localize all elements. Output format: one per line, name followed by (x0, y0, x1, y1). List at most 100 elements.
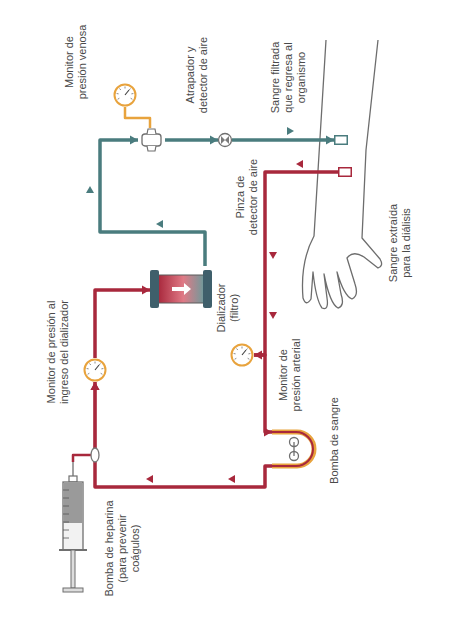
gauge-dial (115, 85, 136, 106)
dialyzer-flow-arrow (172, 283, 191, 295)
flow-arrow (86, 186, 94, 193)
tube-connector (91, 448, 99, 462)
trap-valve (147, 146, 156, 151)
arrow-head (142, 286, 150, 295)
syringe-scale (63, 538, 69, 539)
arrow-head (210, 136, 218, 145)
blood-tube (254, 355, 272, 432)
pump-node: Bomba de sangre (272, 426, 314, 472)
gauge-tick (118, 98, 120, 99)
gauge-tick (131, 93, 133, 94)
gauge-dial (232, 345, 253, 366)
arrow-head (326, 136, 334, 145)
gauge-tick (95, 362, 96, 364)
gauge-needle (242, 350, 246, 355)
flow-arrow (146, 475, 153, 483)
gauge-tick (242, 347, 243, 349)
gauge-symbol (230, 343, 254, 367)
blood-tube (95, 382, 272, 487)
needle-symbol (338, 167, 352, 177)
gauge-symbol (83, 358, 107, 382)
trap-valve (147, 129, 156, 134)
needle-symbol (334, 135, 348, 145)
needle-hub (339, 168, 352, 177)
clamp-symbol (218, 133, 232, 147)
dialyzer-node: Dializador (filtro) (150, 266, 212, 312)
gauge-dial (85, 360, 106, 381)
gauge-tick (120, 88, 121, 90)
syringe-hub (69, 476, 77, 482)
gauge-tick (90, 363, 91, 365)
blood-tube (95, 290, 150, 358)
component-label: Monitor de presión venosa (63, 21, 89, 103)
component-label: Bomba de heparina (para prevenir coágulo… (103, 498, 142, 598)
arm-outline (302, 40, 381, 309)
syringe-scale (63, 514, 69, 515)
needle-node: Sangre extraída para la diálisis (338, 167, 352, 177)
blood-tube (232, 138, 334, 142)
needle-node: Sangre filtrada que regresa al organismo (334, 135, 348, 145)
component-label: Monitor de presión al ingreso del dializ… (45, 291, 71, 413)
gauge-node: Monitor de presión venosa (113, 83, 137, 107)
flow-arrow (228, 475, 235, 483)
blood-tube (100, 140, 205, 266)
component-label: Dializador (filtro) (215, 278, 241, 338)
component-label: Sangre extraída para la diálisis (387, 197, 413, 289)
syringe-scale (63, 490, 69, 491)
component-label: Sangre filtrada que regresa al organismo (269, 36, 308, 118)
gauge-tick (131, 98, 133, 99)
gauge-tick (88, 373, 90, 374)
gauge-tick (234, 353, 236, 354)
syringe-plunger (71, 550, 75, 588)
arrow-head (264, 428, 272, 437)
gauge-needle (125, 90, 129, 95)
trap-body (142, 134, 161, 146)
gauge-node: Monitor de presión arterial (230, 343, 254, 367)
component-label: Monitor de presión arterial (277, 333, 303, 417)
syringe-thumb-rest (63, 588, 83, 592)
flow-arrow (287, 127, 294, 135)
syringe-scale (63, 498, 69, 499)
gauge-tick (235, 358, 237, 359)
syringe-symbol (58, 462, 88, 598)
component-label: Atrapador y detector de aire (184, 31, 210, 119)
trap-symbol (138, 128, 165, 152)
syringe-barrel (63, 482, 83, 550)
arrow-head (91, 382, 100, 390)
gauge-tick (99, 363, 100, 365)
syringe-needle (72, 462, 73, 476)
dialyzer-body (158, 275, 204, 303)
gauge-tick (125, 87, 126, 89)
gauge-node: Monitor de presión al ingreso del dializ… (83, 358, 107, 382)
clamp-body (219, 134, 232, 147)
clamp-node: Pinza de detector de aire (218, 133, 232, 147)
pump-symbol (272, 426, 314, 472)
gauge-tick (87, 368, 89, 369)
flow-arrow (269, 252, 277, 259)
pump-tube (272, 432, 313, 466)
pump-housing (272, 432, 314, 466)
arrow-head (91, 382, 100, 390)
gauge-tick (237, 348, 238, 350)
dialyzer-cap (203, 270, 212, 308)
gauge-tick (101, 373, 103, 374)
dialyzer-cap (150, 270, 159, 308)
clamp-jaw (221, 136, 229, 144)
gauge-tick (129, 88, 130, 90)
component-label: Pinza de detector de aire (234, 156, 260, 238)
gauge-tick (248, 353, 250, 354)
syringe-scale (63, 530, 69, 531)
syringe-liquid (64, 483, 82, 523)
trap-node: Atrapador y detector de aire (138, 128, 165, 152)
flow-arrow (296, 160, 303, 168)
needle-hub (335, 136, 348, 145)
syringe-scale (63, 522, 69, 523)
dialyzer-symbol (150, 266, 212, 312)
blood-tube (125, 107, 150, 128)
component-label: Bomba de sangre (328, 390, 341, 490)
blood-tube (254, 172, 338, 355)
syringe-node: Bomba de heparina (para prevenir coágulo… (58, 462, 88, 598)
gauge-tick (248, 358, 250, 359)
syringe-scale (63, 506, 69, 507)
